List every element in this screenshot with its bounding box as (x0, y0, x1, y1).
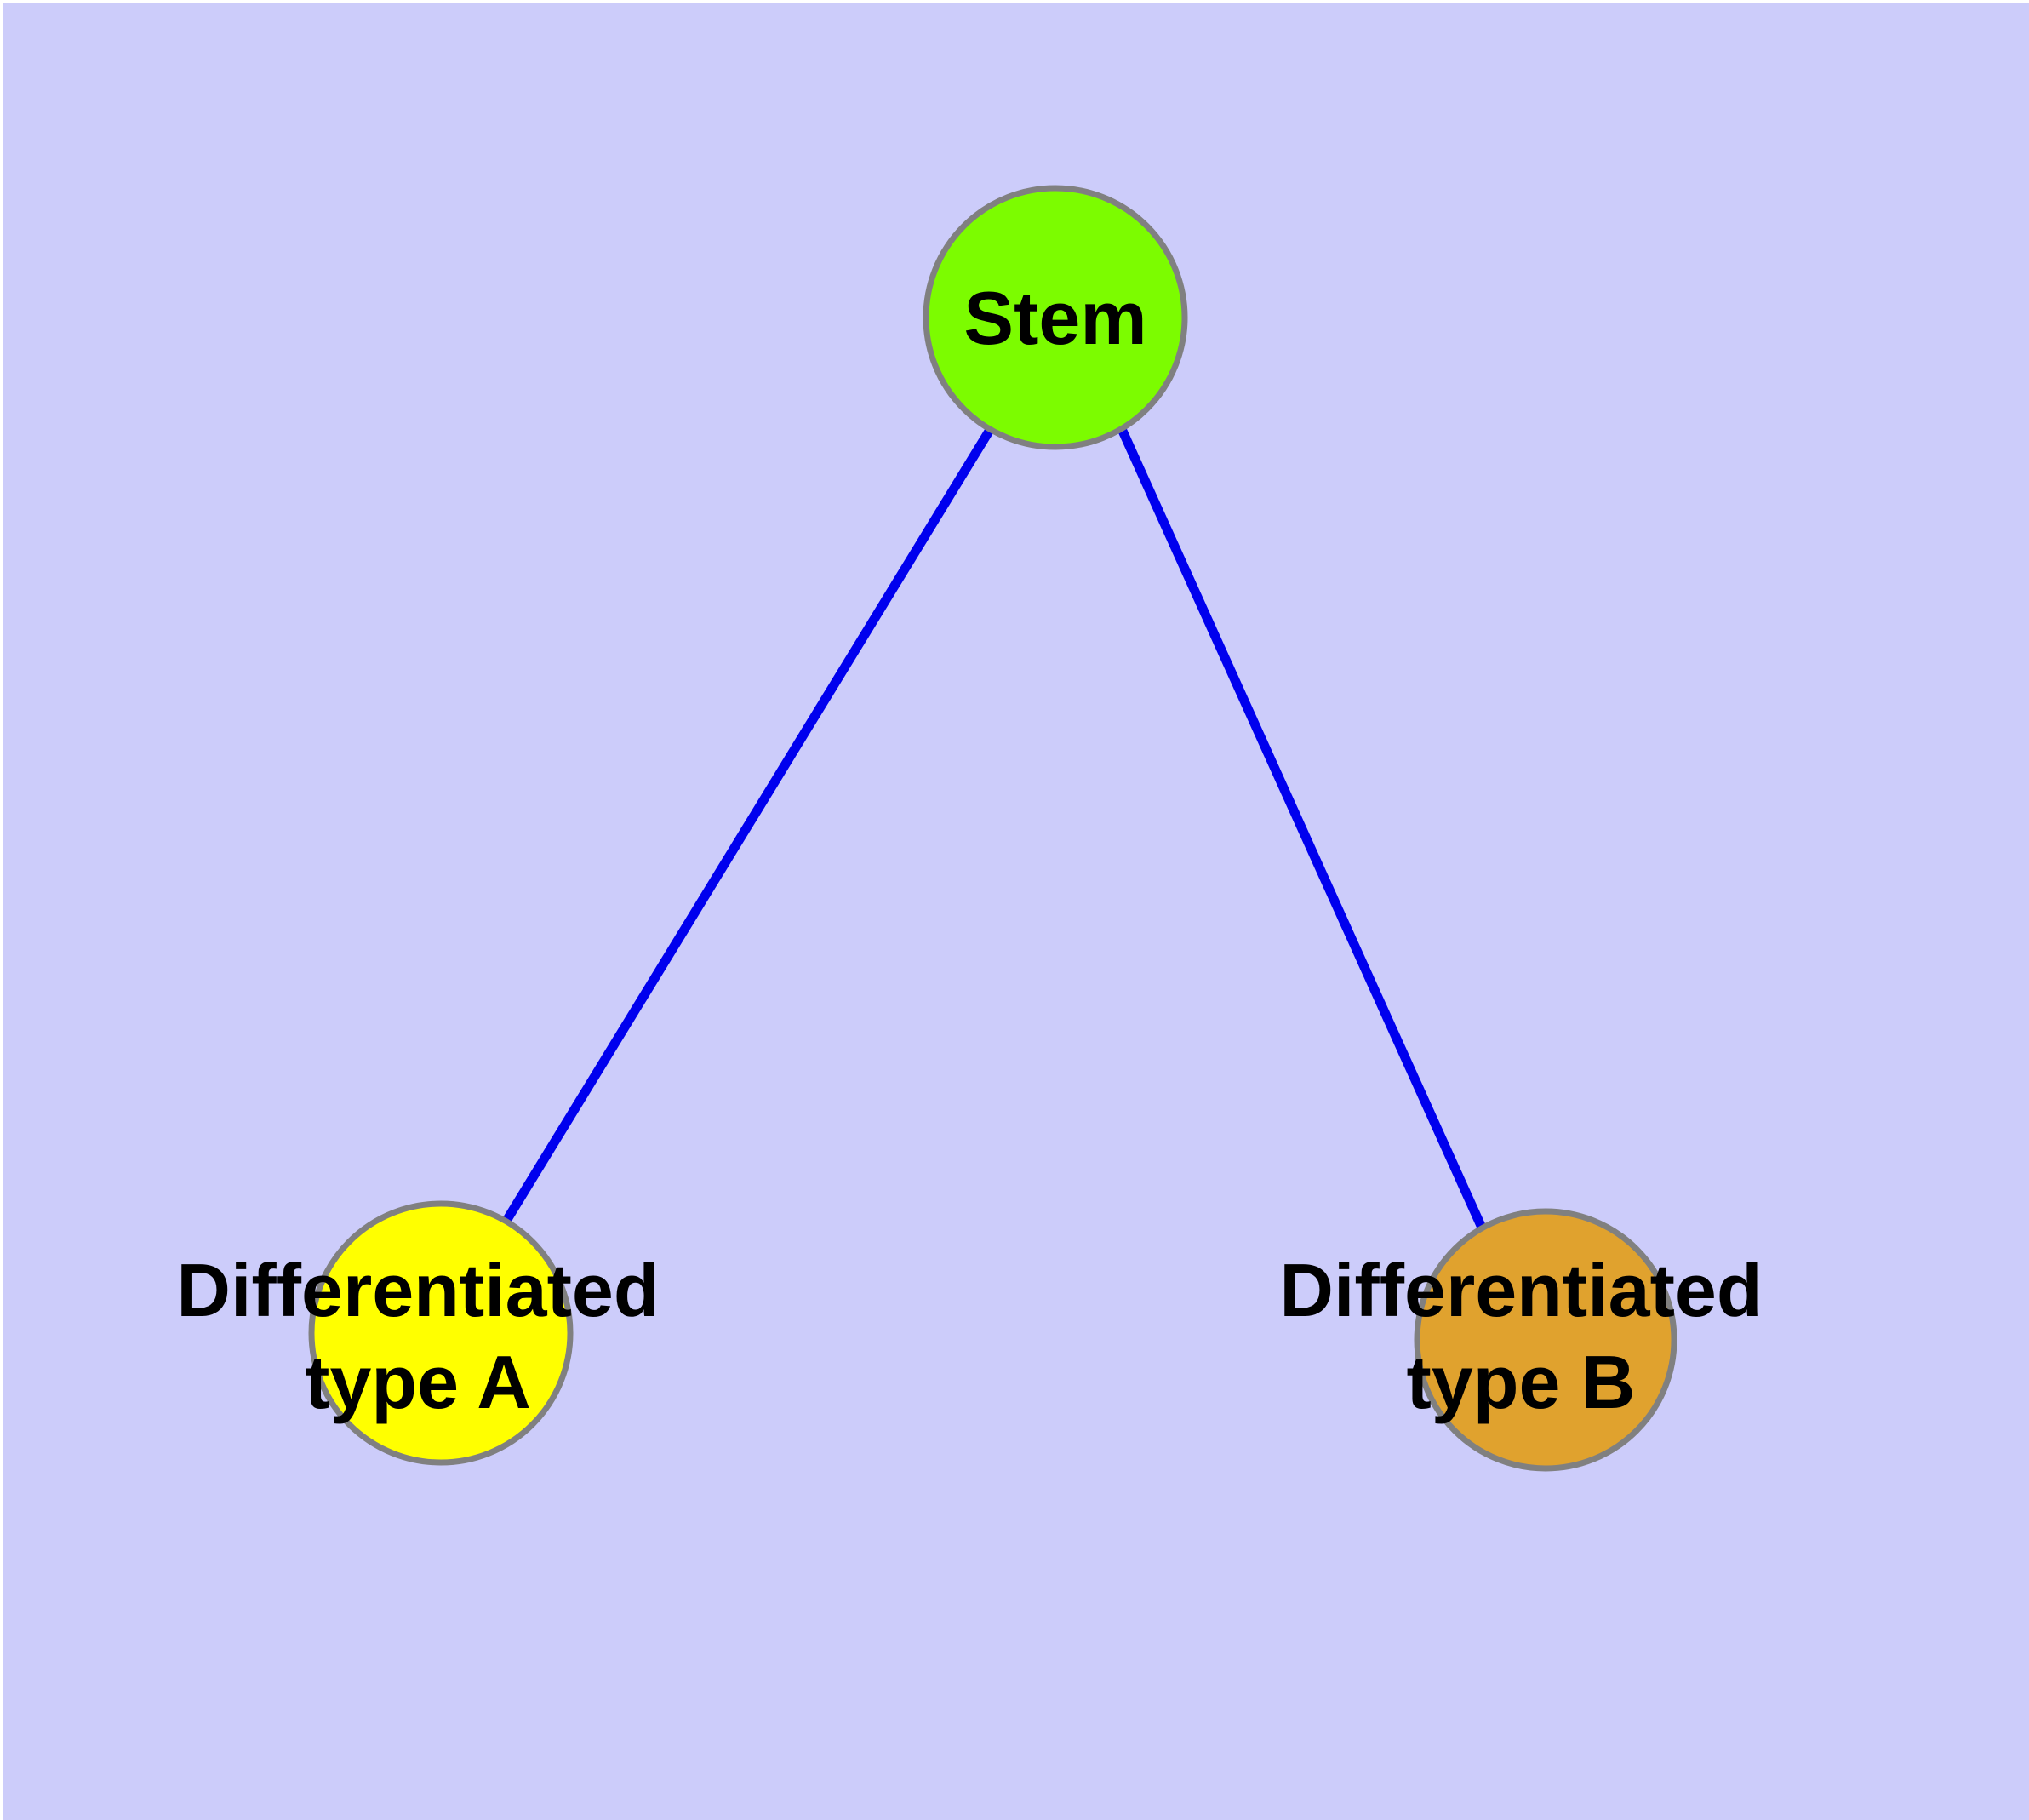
node-differentiated-type-a[interactable] (308, 1200, 574, 1466)
node-differentiated-type-b[interactable] (1414, 1208, 1677, 1472)
node-label-stem: Stem (963, 276, 1146, 360)
edge-stem-to-differentiated-type-a[interactable] (502, 427, 994, 1223)
node-label-differentiated-type-b-line2: type B (1407, 1340, 1636, 1424)
label-layer: Stem Differentiated type A Differentiate… (176, 276, 1762, 1424)
node-layer (308, 185, 1677, 1472)
edge-layer (502, 426, 1487, 1230)
node-label-differentiated-type-a-line2: type A (305, 1340, 531, 1424)
node-label-differentiated-type-a-line1: Differentiated (176, 1248, 659, 1332)
edge-stem-to-differentiated-type-b[interactable] (1117, 426, 1487, 1230)
node-stem[interactable] (923, 185, 1188, 450)
node-label-differentiated-type-b-line1: Differentiated (1279, 1248, 1762, 1332)
